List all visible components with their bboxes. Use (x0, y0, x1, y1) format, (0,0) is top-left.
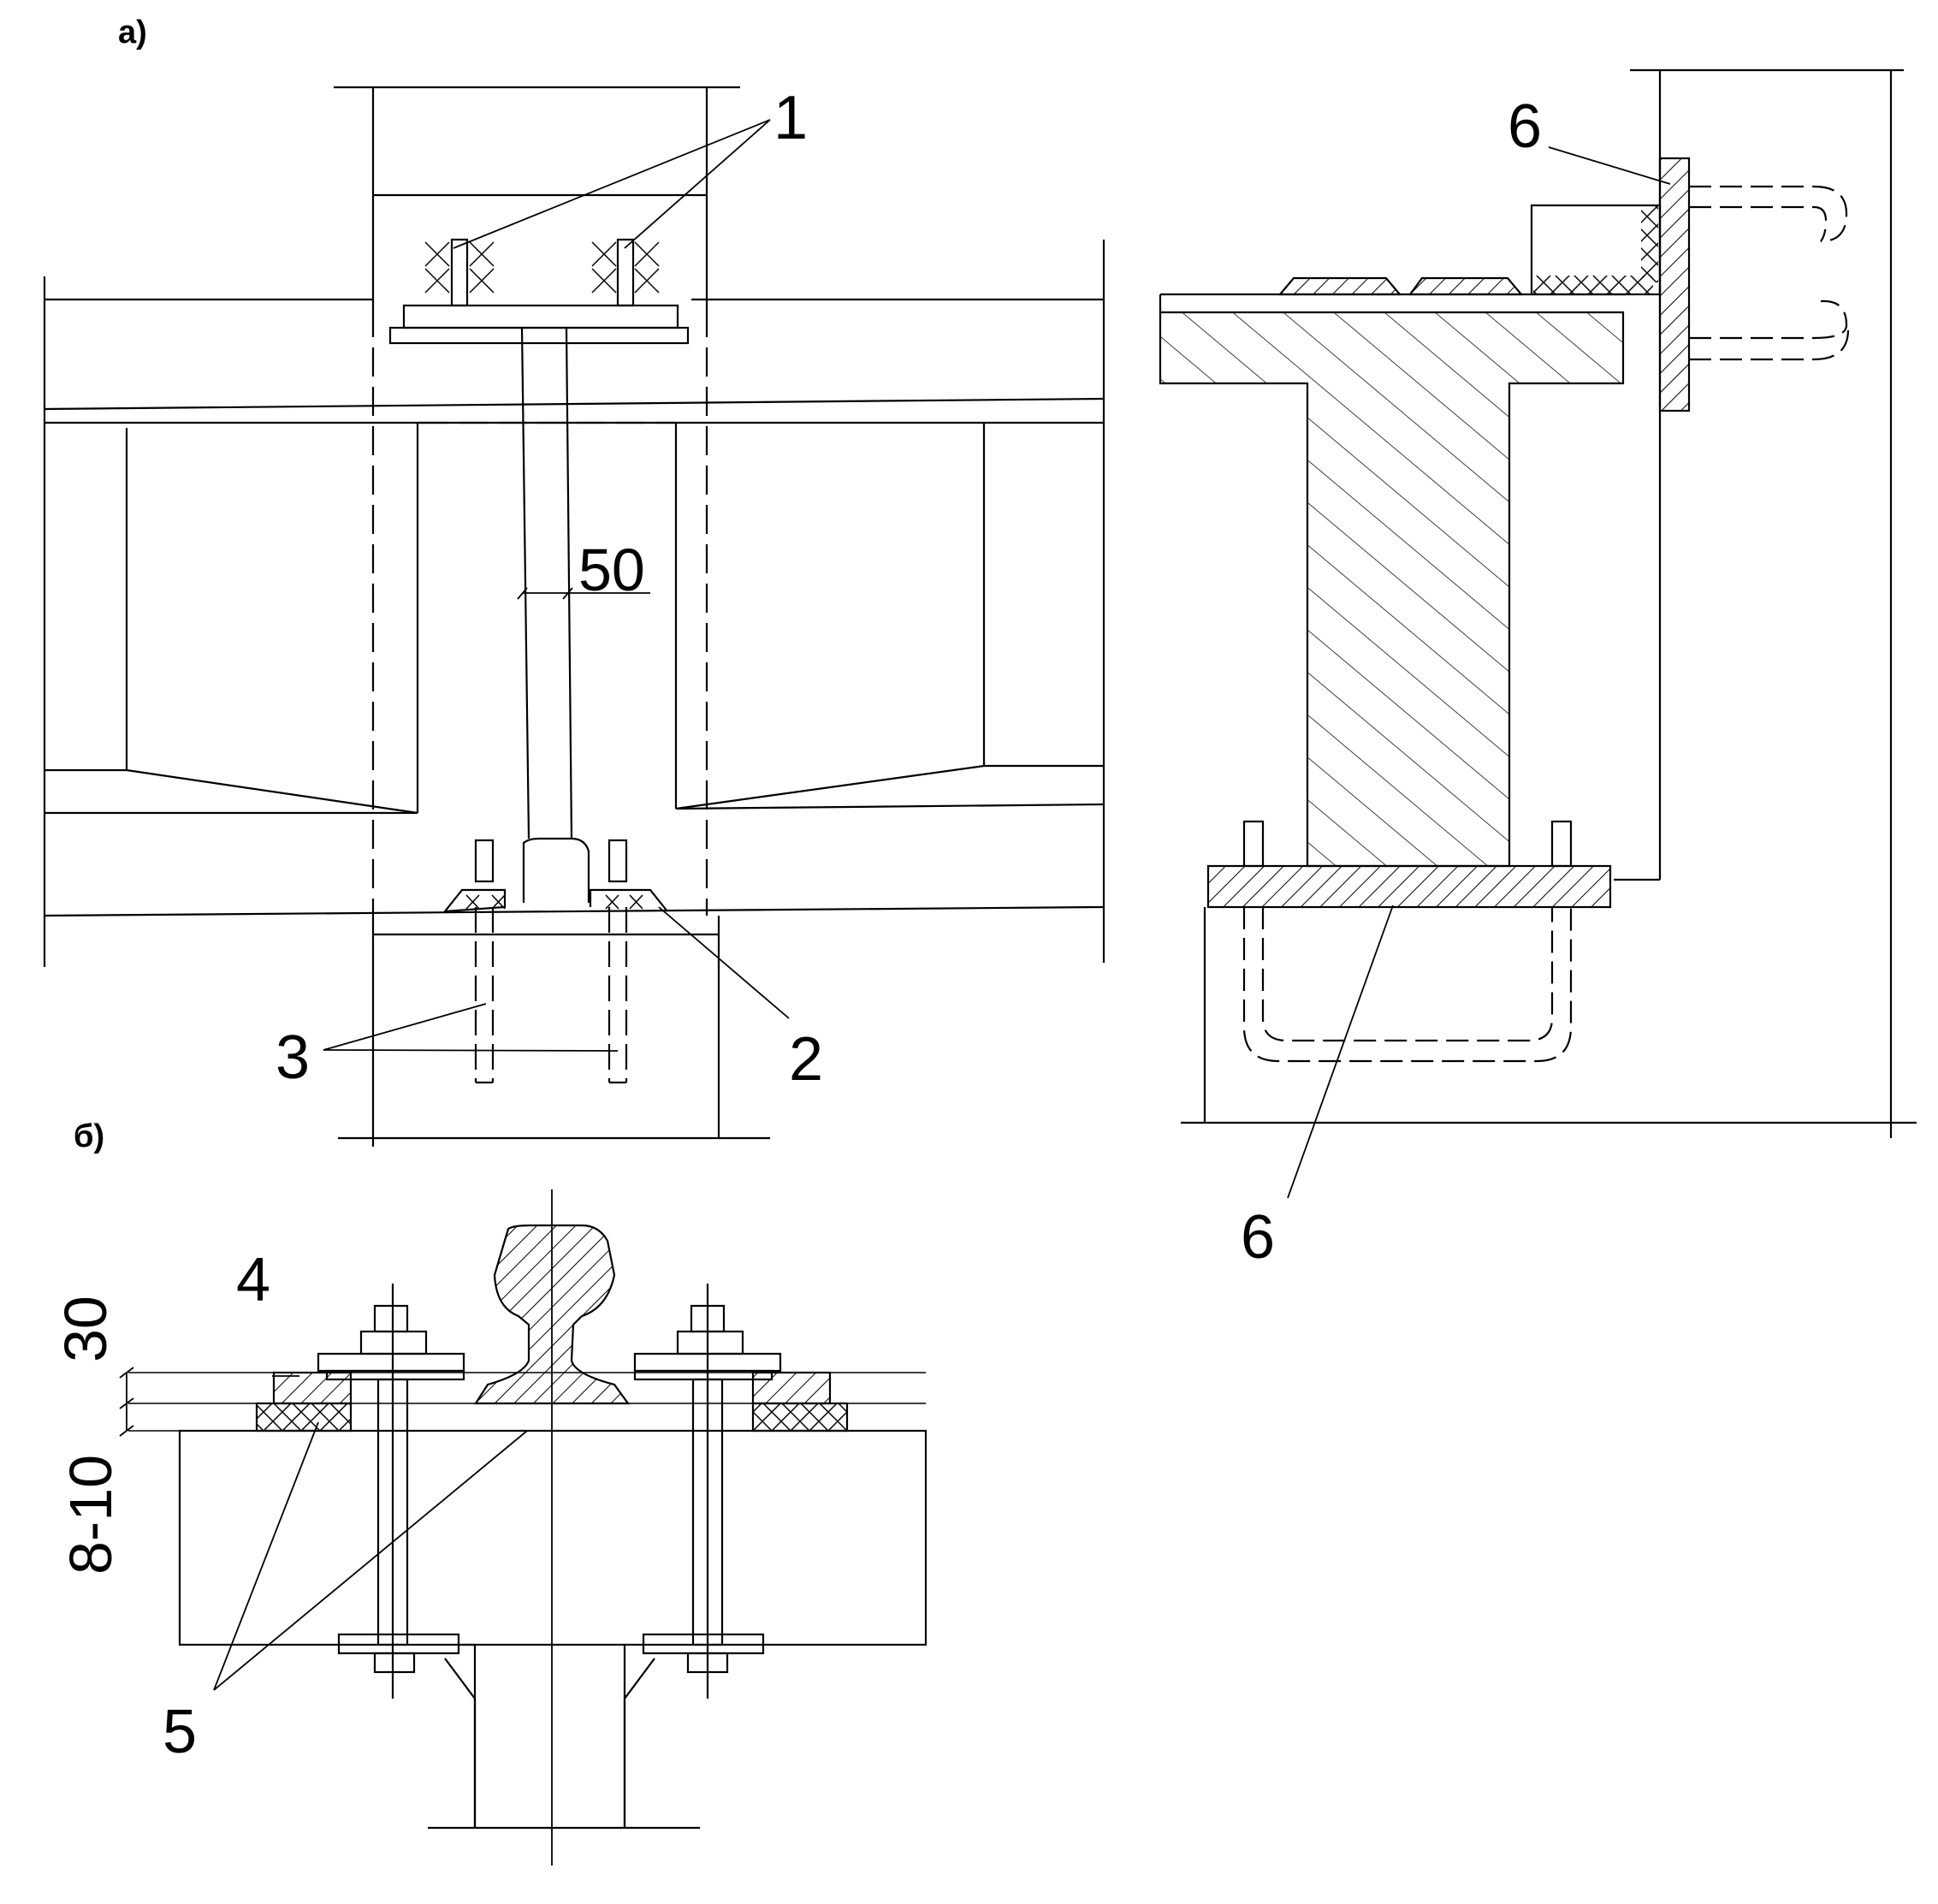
dimension-gap: 50 (578, 537, 645, 603)
callout-3: 3 (276, 1023, 310, 1092)
callout-2: 2 (789, 1025, 823, 1094)
view-a-right (1159, 68, 1917, 1199)
view-a-left (43, 86, 1105, 1147)
dimension-pad-top: 30 (52, 1296, 119, 1362)
section-label-a: а) (118, 15, 147, 50)
section-label-b: б) (74, 1118, 104, 1154)
dimension-pad-bottom: 8-10 (57, 1455, 124, 1575)
callout-6-top: 6 (1508, 92, 1542, 161)
callout-6-bottom: 6 (1241, 1203, 1275, 1272)
callout-1: 1 (773, 84, 808, 152)
callout-4: 4 (236, 1246, 270, 1314)
view-b (119, 1189, 928, 1865)
callout-5: 5 (163, 1698, 197, 1766)
